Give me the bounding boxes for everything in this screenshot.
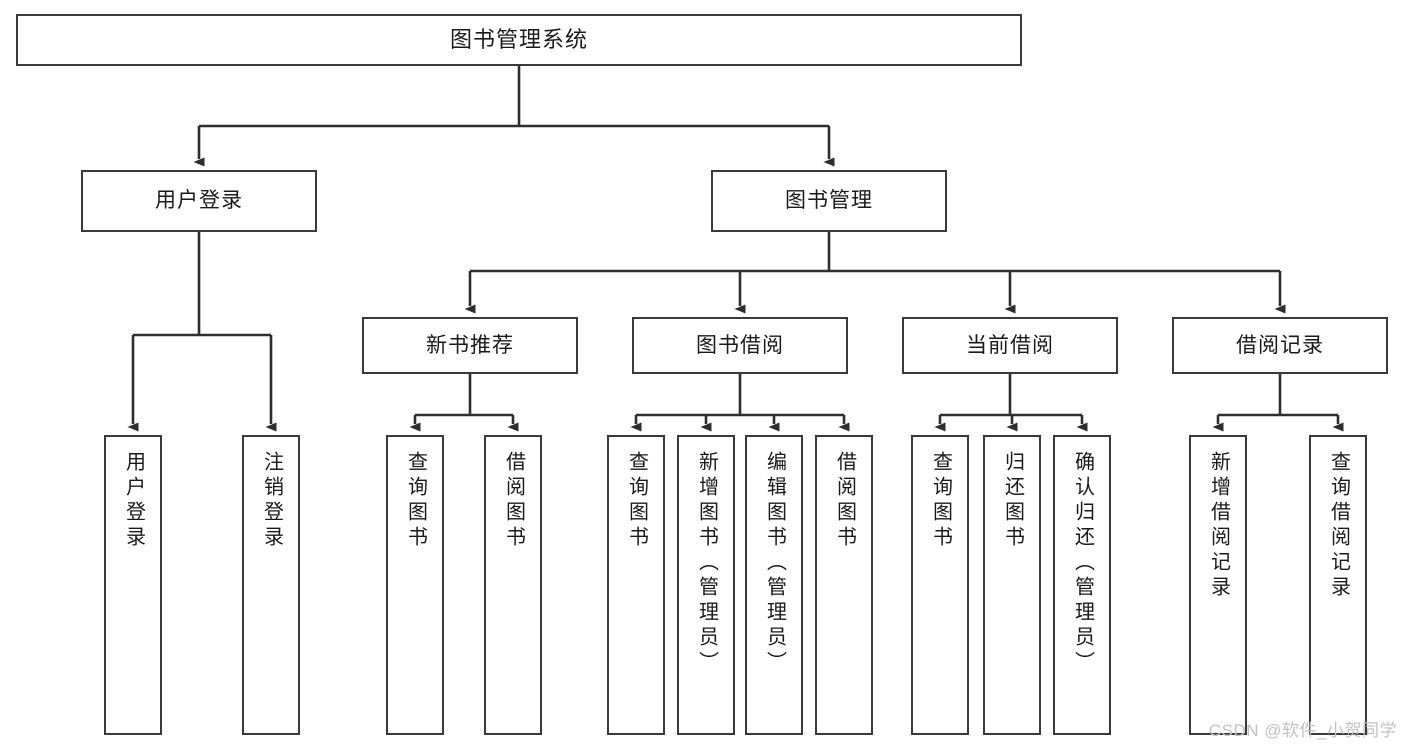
node-label: 编辑图书（管理员） [763, 451, 786, 676]
node-label: 注销登录 [260, 451, 283, 551]
node-label: 新书推荐 [426, 333, 514, 357]
leaf-add-book-admin[interactable]: 新增图书（管理员） [677, 435, 735, 735]
leaf-query-book-current[interactable]: 查询图书 [911, 435, 969, 735]
node-label: 借阅图书 [833, 451, 856, 551]
leaf-confirm-return-admin[interactable]: 确认归还（管理员） [1053, 435, 1111, 735]
leaf-logout[interactable]: 注销登录 [242, 435, 300, 735]
leaf-borrow-book[interactable]: 借阅图书 [815, 435, 873, 735]
leaf-query-book-new[interactable]: 查询图书 [386, 435, 444, 735]
node-new-book-recommend[interactable]: 新书推荐 [362, 317, 578, 374]
leaf-query-borrow-record[interactable]: 查询借阅记录 [1309, 435, 1367, 735]
node-borrow-record[interactable]: 借阅记录 [1172, 317, 1388, 374]
node-label: 图书管理系统 [449, 26, 588, 52]
leaf-return-book[interactable]: 归还图书 [983, 435, 1041, 735]
leaf-query-book-borrow[interactable]: 查询图书 [607, 435, 665, 735]
node-book-management[interactable]: 图书管理 [711, 170, 947, 232]
node-label: 新增图书（管理员） [695, 451, 718, 676]
node-label: 图书管理 [785, 189, 873, 213]
node-label: 借阅图书 [502, 451, 525, 551]
node-book-borrow[interactable]: 图书借阅 [632, 317, 848, 374]
node-label: 图书借阅 [696, 333, 784, 357]
node-label: 当前借阅 [966, 333, 1054, 357]
csdn-watermark: CSDN @软件_小贺同学 [1208, 721, 1397, 740]
node-user-login[interactable]: 用户登录 [81, 170, 317, 232]
leaf-borrow-book-new[interactable]: 借阅图书 [484, 435, 542, 735]
node-label: 新增借阅记录 [1207, 451, 1230, 601]
node-current-borrow[interactable]: 当前借阅 [902, 317, 1118, 374]
leaf-add-borrow-record[interactable]: 新增借阅记录 [1189, 435, 1247, 735]
node-label: 借阅记录 [1236, 333, 1324, 357]
node-label: 归还图书 [1001, 451, 1024, 551]
leaf-edit-book-admin[interactable]: 编辑图书（管理员） [745, 435, 803, 735]
node-label: 用户登录 [122, 451, 145, 551]
node-root-system[interactable]: 图书管理系统 [16, 14, 1022, 66]
node-label: 查询借阅记录 [1327, 451, 1350, 601]
leaf-user-login[interactable]: 用户登录 [104, 435, 162, 735]
node-label: 确认归还（管理员） [1071, 451, 1094, 676]
node-label: 查询图书 [625, 451, 648, 551]
node-label: 查询图书 [929, 451, 952, 551]
node-label: 用户登录 [155, 189, 243, 213]
node-label: 查询图书 [404, 451, 427, 551]
